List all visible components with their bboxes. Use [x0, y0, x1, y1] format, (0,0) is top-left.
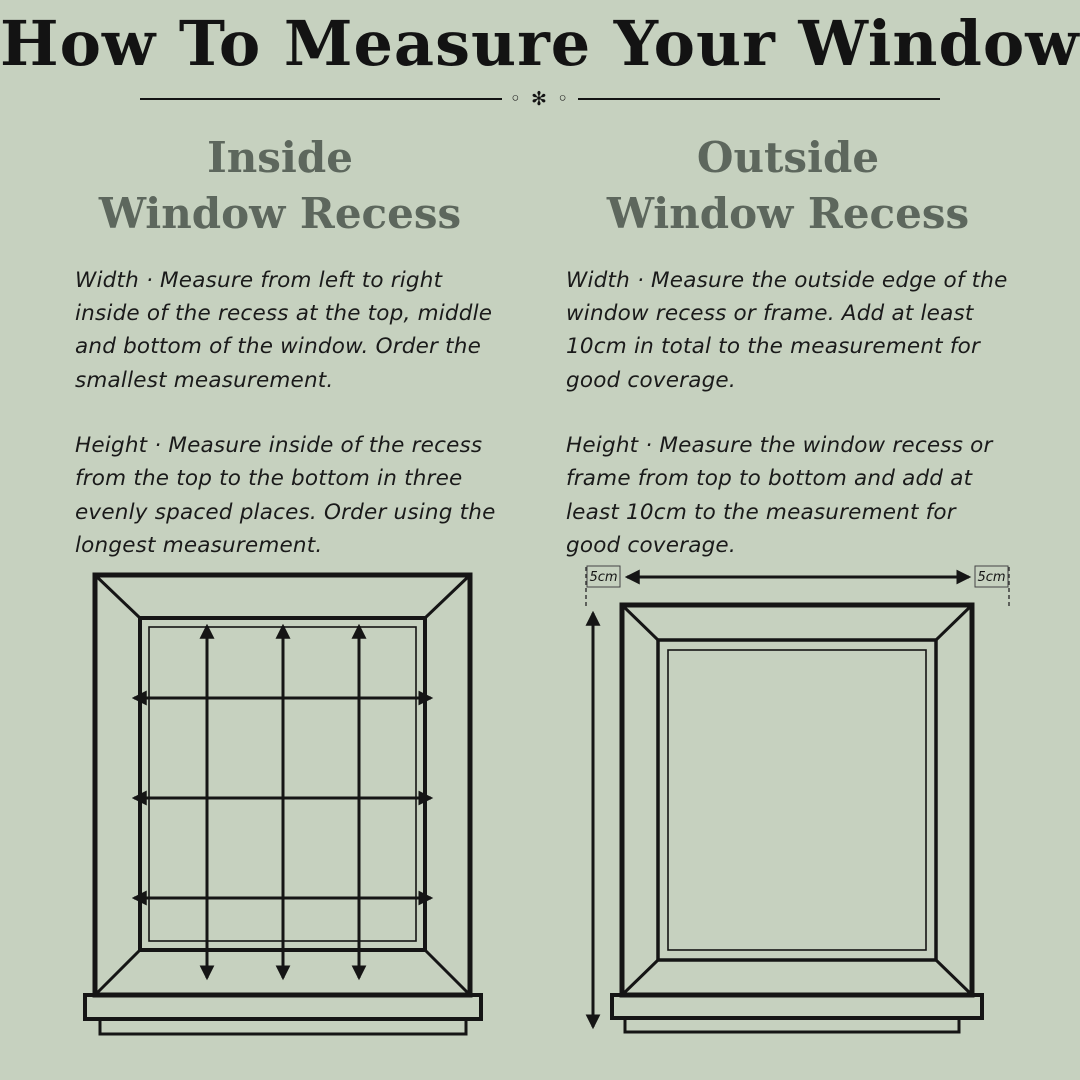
inside-window-diagram — [83, 572, 483, 1036]
outside-recess-heading: Outside Window Recess — [563, 130, 1013, 242]
window-sill — [83, 993, 483, 1036]
five-cm-label-right: 5cm — [974, 565, 1009, 588]
heading-line: Outside — [696, 133, 880, 182]
heading-line: Window Recess — [98, 188, 462, 238]
window-sill — [610, 993, 984, 1034]
divider-line-right — [578, 97, 941, 101]
divider-line-left — [140, 97, 502, 101]
inside-width-instructions: Width · Measure from left to right insid… — [75, 267, 493, 393]
inside-recess-section: Inside Window Recess Width · Measure fro… — [55, 130, 505, 594]
inside-height-instructions: Height · Measure inside of the recess fr… — [75, 432, 496, 558]
height-measure-arrows — [199, 623, 367, 981]
page-title: How To Measure Your Windows — [0, 7, 1080, 80]
five-cm-text: 5cm — [977, 570, 1005, 585]
inside-recess-heading: Inside Window Recess — [55, 130, 505, 242]
window-frame — [619, 602, 975, 998]
five-cm-text: 5cm — [589, 570, 617, 585]
five-cm-label-left: 5cm — [586, 565, 621, 588]
heading-line: Window Recess — [606, 188, 970, 238]
outside-window-diagram: 5cm 5cm — [585, 565, 1010, 1034]
margin-guide-lines — [585, 567, 1010, 609]
outside-width-instructions: Width · Measure the outside edge of the … — [566, 267, 1008, 393]
decorative-divider: ◦ ✻ ◦ — [140, 87, 941, 110]
divider-ornament-icon: ◦ ✻ ◦ — [509, 87, 571, 110]
outside-recess-section: Outside Window Recess Width · Measure th… — [563, 130, 1013, 594]
heading-line: Inside — [207, 133, 353, 182]
outside-height-instructions: Height · Measure the window recess or fr… — [566, 432, 993, 558]
